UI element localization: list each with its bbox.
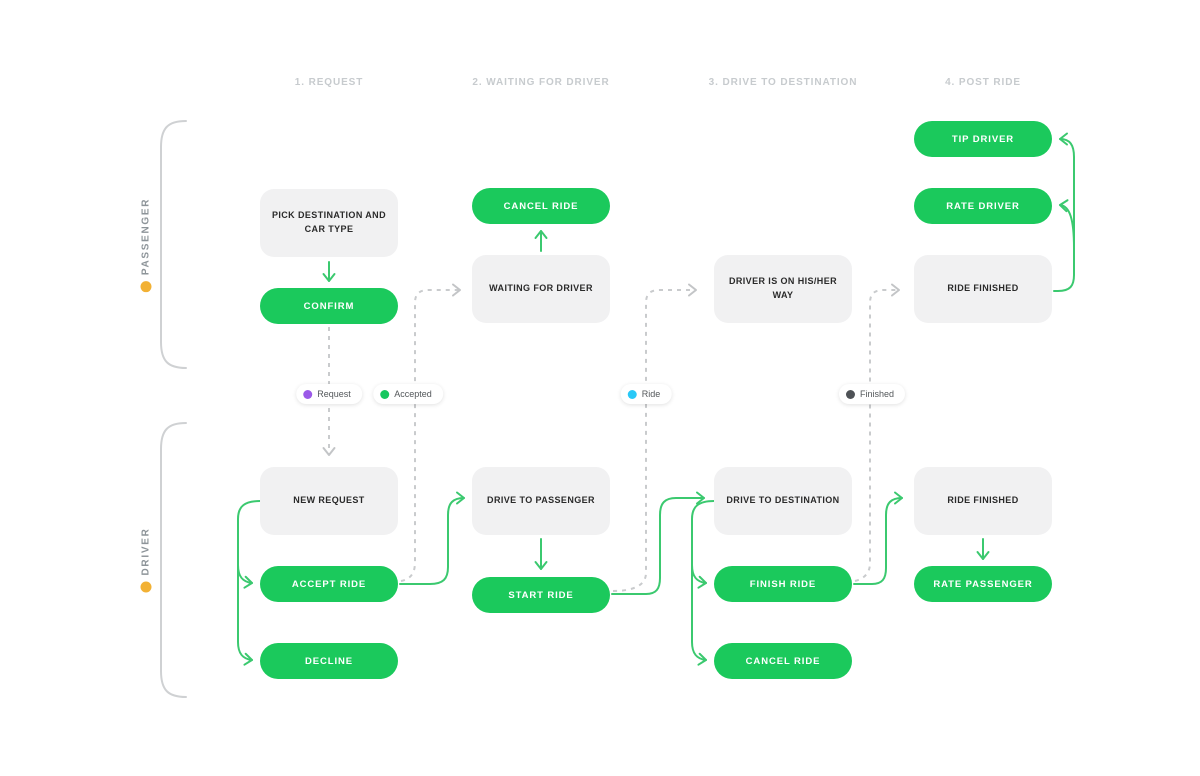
driver-lane-text: DRIVER <box>140 527 152 576</box>
connector-startride-to-drivetodest <box>611 491 705 595</box>
rate-passenger-button[interactable]: RATE PASSENGER <box>914 566 1052 602</box>
finished-badge-label: Finished <box>859 389 895 399</box>
driver-lane-label: DRIVER <box>140 527 152 593</box>
drive-to-passenger-state: DRIVE TO PASSENGER <box>472 467 610 535</box>
passenger-lane-bracket <box>160 120 187 369</box>
connector-accepted-event <box>400 283 461 582</box>
ride-finished-passenger-state: RIDE FINISHED <box>914 255 1052 323</box>
connector-ridefinished-to-tipdriver <box>1053 132 1075 292</box>
driver-lane-bracket <box>160 422 187 698</box>
ride-badge-label: Ride <box>641 389 661 399</box>
start-ride-button[interactable]: START RIDE <box>472 577 610 613</box>
request-badge-label: Request <box>317 389 351 399</box>
driver-on-way-state: DRIVER IS ON HIS/HER WAY <box>714 255 852 323</box>
event-badge-ride: Ride <box>620 384 672 404</box>
column-header-drive: 3. DRIVE TO DESTINATION <box>708 77 858 88</box>
connector-finished-event <box>854 283 900 582</box>
connector-drivetodest-to-cancel <box>691 547 707 666</box>
passenger-lane-text: PASSENGER <box>140 197 152 276</box>
accepted-dot-icon <box>380 389 390 399</box>
passenger-lane-label: PASSENGER <box>140 197 152 293</box>
drive-to-destination-state: DRIVE TO DESTINATION <box>714 467 852 535</box>
event-badge-request: Request <box>296 384 362 404</box>
cancel-ride-passenger-button[interactable]: CANCEL RIDE <box>472 188 610 224</box>
finish-ride-button[interactable]: FINISH RIDE <box>714 566 852 602</box>
cancel-ride-driver-button[interactable]: CANCEL RIDE <box>714 643 852 679</box>
rate-driver-button[interactable]: RATE DRIVER <box>914 188 1052 224</box>
connector-accept-to-drivetopassenger <box>399 491 465 585</box>
column-header-request: 1. REQUEST <box>294 77 364 88</box>
confirm-button[interactable]: CONFIRM <box>260 288 398 324</box>
tip-driver-button[interactable]: TIP DRIVER <box>914 121 1052 157</box>
accept-ride-button[interactable]: ACCEPT RIDE <box>260 566 398 602</box>
ride-finished-driver-state: RIDE FINISHED <box>914 467 1052 535</box>
new-request-state: NEW REQUEST <box>260 467 398 535</box>
connector-newrequest-to-decline <box>237 547 253 666</box>
passenger-emoji-icon <box>140 281 152 293</box>
waiting-for-driver-state: WAITING FOR DRIVER <box>472 255 610 323</box>
ride-dot-icon <box>627 389 637 399</box>
pick-destination-state: PICK DESTINATION AND CAR TYPE <box>260 189 398 257</box>
connector-ride-event <box>612 283 697 592</box>
driver-emoji-icon <box>140 581 152 593</box>
finished-dot-icon <box>845 389 855 399</box>
connector-finish-to-ridefinished-driver <box>853 491 903 585</box>
decline-button[interactable]: DECLINE <box>260 643 398 679</box>
event-badge-finished: Finished <box>838 384 906 404</box>
column-header-postride: 4. POST RIDE <box>945 77 1021 88</box>
column-header-waiting: 2. WAITING FOR DRIVER <box>472 77 610 88</box>
connector-drivetodest-to-finish <box>691 500 715 589</box>
accepted-badge-label: Accepted <box>394 389 432 399</box>
event-badge-accepted: Accepted <box>373 384 443 404</box>
request-dot-icon <box>303 389 313 399</box>
connector-ridefinished-to-ratedriver <box>1059 199 1075 249</box>
connector-newrequest-to-accept <box>237 500 261 589</box>
